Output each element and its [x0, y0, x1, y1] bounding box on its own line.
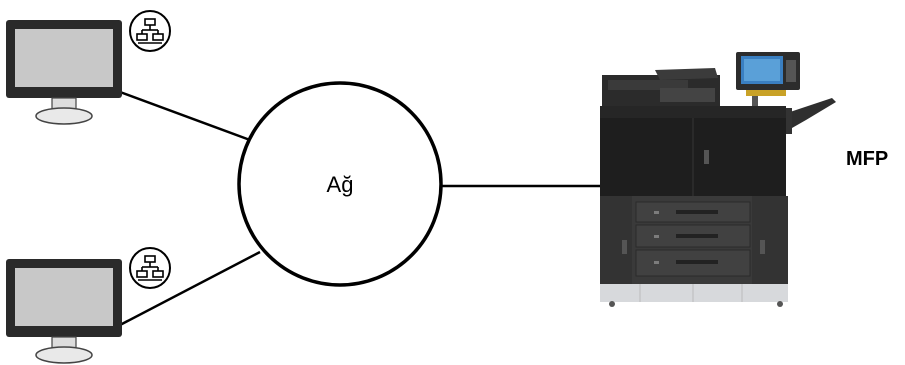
- connection-line-top-computer: [119, 90, 251, 142]
- network-node: Ağ: [237, 81, 443, 287]
- desktop-monitor-icon: [6, 20, 122, 125]
- network-circle: [237, 81, 443, 287]
- connection-line-bottom-computer: [119, 250, 261, 327]
- network-topology-icon: [129, 10, 171, 52]
- network-label: Ağ: [327, 172, 354, 197]
- network-topology-icon: [129, 247, 171, 289]
- mfp-label: MFP: [846, 148, 888, 170]
- desktop-monitor-icon: [6, 259, 122, 364]
- computer-top: [6, 20, 122, 125]
- multifunction-printer-icon: [600, 52, 836, 307]
- computer-bottom: [6, 259, 122, 364]
